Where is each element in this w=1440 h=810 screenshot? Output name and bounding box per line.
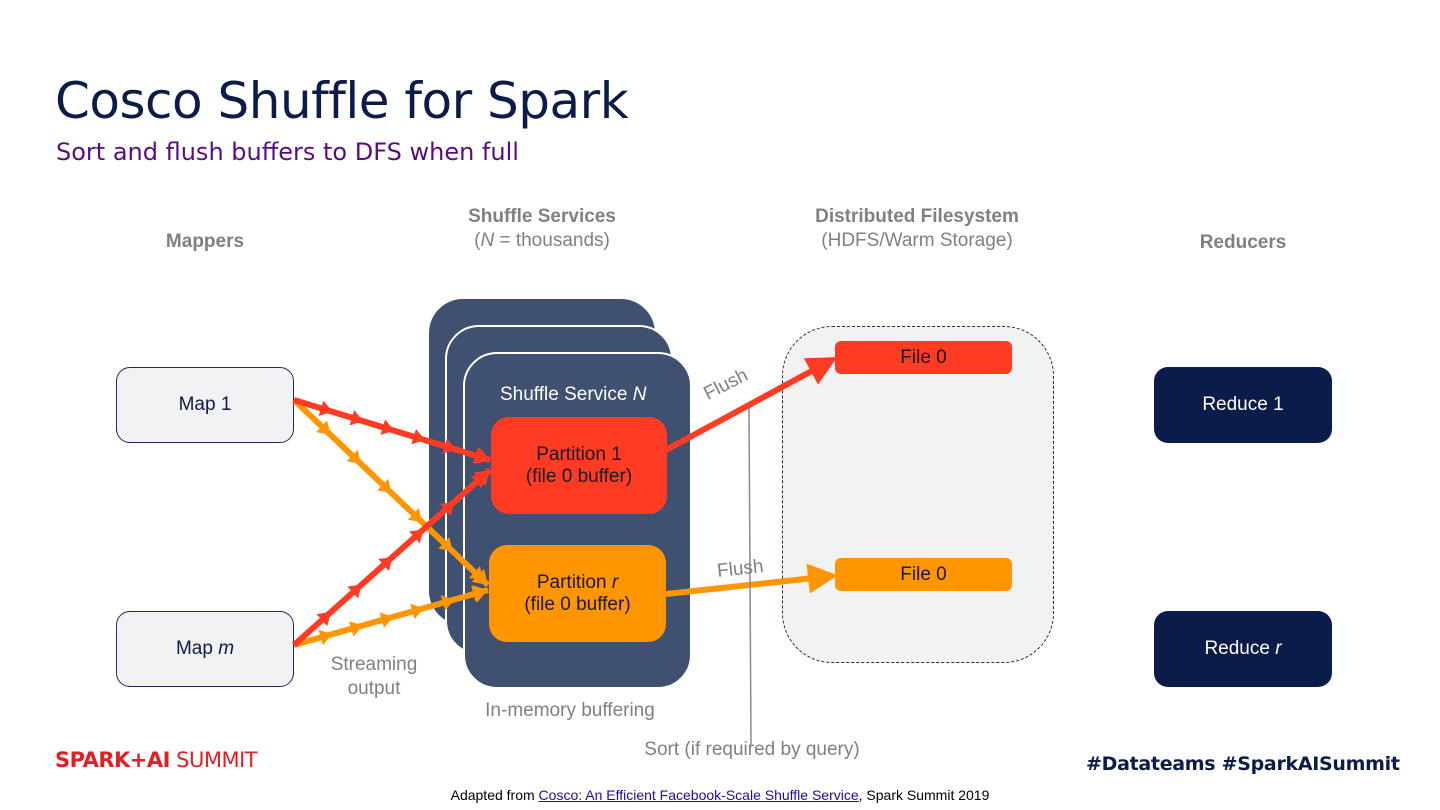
spark-ai-summit-logo: SPARK+AI SUMMIT (55, 748, 258, 772)
dfs-header: Distributed Filesystem (HDFS/Warm Storag… (787, 205, 1047, 253)
stream-chevron-icon (349, 621, 363, 637)
source-credit: Adapted from Cosco: An Efficient Faceboo… (0, 787, 1440, 803)
stream-chevron-icon (349, 410, 364, 426)
reducer-box-r[interactable]: Reduce r (1154, 611, 1332, 687)
stream-chevron-icon (347, 584, 362, 599)
shuffle-services-header-sub: (N = thousands) (474, 230, 610, 251)
dfs-header-sub: (HDFS/Warm Storage) (821, 230, 1013, 251)
partition-r-buffer[interactable]: Partition r (file 0 buffer) (489, 545, 666, 642)
sub-suffix: = thousands) (494, 230, 610, 251)
stream-chevron-icon (316, 420, 331, 435)
mapper-box-m[interactable]: Map m (116, 611, 294, 687)
sub-prefix: ( (474, 230, 481, 251)
stream-chevron-icon (318, 629, 333, 646)
partition-r-title: Partition r (536, 571, 619, 593)
dfs-file-partition-r[interactable]: File 0 (835, 558, 1012, 591)
stream-chevron-icon (318, 400, 333, 416)
slide-subtitle: Sort and flush buffers to DFS when full (56, 138, 519, 166)
flush-label-bottom: Flush (716, 556, 765, 582)
credit-suffix: , Spark Summit 2019 (858, 787, 990, 803)
dfs-header-title: Distributed Filesystem (815, 206, 1019, 227)
reducer-label: Reduce 1 (1202, 394, 1284, 415)
hashtags: #Datateams #SparkAISummit (1086, 753, 1400, 775)
dfs-container (782, 326, 1054, 663)
shuffle-services-header: Shuffle Services (N = thousands) (432, 205, 652, 253)
stream-chevron-icon (378, 556, 393, 571)
shuffle-service-label: Shuffle Service N (500, 384, 647, 405)
stream-chevron-icon (409, 529, 424, 544)
mapper-box-1[interactable]: Map 1 (116, 367, 294, 443)
stream-chevron-icon (411, 428, 426, 445)
mapper-label: Map 1 (178, 394, 232, 415)
mappers-header: Mappers (105, 230, 305, 254)
stream-chevron-icon (346, 449, 361, 464)
credit-prefix: Adapted from (450, 787, 539, 803)
partition-1-buffer[interactable]: Partition 1 (file 0 buffer) (491, 417, 667, 514)
stream-chevron-icon (410, 603, 424, 620)
stream-chevron-icon (377, 478, 392, 493)
stream-chevron-icon (379, 612, 394, 628)
reducers-header: Reducers (1143, 231, 1343, 255)
in-memory-buffering-caption: In-memory buffering (485, 700, 655, 721)
stream-chevron-icon (316, 612, 331, 627)
sub-var: N (480, 230, 495, 251)
flush-label-top: Flush (700, 364, 752, 405)
partition-1-title: Partition 1 (536, 443, 622, 465)
dfs-file-partition-1[interactable]: File 0 (835, 341, 1012, 374)
reducers-header-title: Reducers (1199, 232, 1287, 253)
sort-note: Sort (if required by query) (644, 739, 860, 760)
partition-r-subtitle: (file 0 buffer) (524, 593, 631, 615)
slide-title: Cosco Shuffle for Spark (55, 72, 629, 130)
reducer-label: Reduce r (1204, 638, 1282, 659)
stream-chevron-icon (407, 507, 422, 523)
shuffle-services-header-title: Shuffle Services (468, 206, 616, 227)
mapper-label: Map m (175, 638, 235, 659)
credit-link[interactable]: Cosco: An Efficient Facebook-Scale Shuff… (538, 787, 859, 803)
mappers-header-title: Mappers (165, 231, 245, 252)
stream-chevron-icon (380, 419, 395, 435)
partition-1-subtitle: (file 0 buffer) (525, 465, 633, 487)
reducer-box-1[interactable]: Reduce 1 (1154, 367, 1332, 443)
